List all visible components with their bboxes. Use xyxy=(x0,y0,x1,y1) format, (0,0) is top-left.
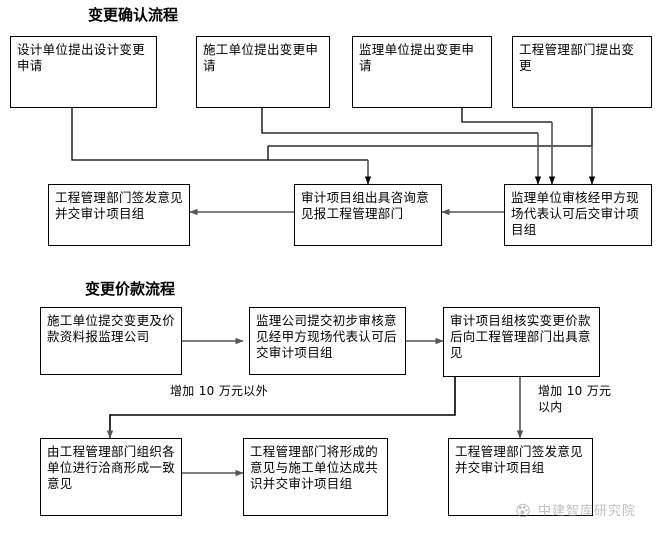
node-engineering-dept[interactable]: 工程管理部门提出变更 xyxy=(512,36,652,108)
flow2-title: 变更价款流程 xyxy=(85,280,176,298)
node-supervision-unit[interactable]: 监理单位提出变更申请 xyxy=(352,36,492,108)
flow1-wire-group xyxy=(71,108,593,161)
node-eng-dept-sign-2[interactable]: 工程管理部门签发意见并交审计项目组 xyxy=(448,438,593,516)
flow2-arrow-group xyxy=(106,337,524,477)
node-construction-unit[interactable]: 施工单位提出变更申请 xyxy=(196,36,330,108)
flow1-arrow-group xyxy=(189,122,596,216)
node-supervision-preliminary[interactable]: 监理公司提交初步审核意见经甲方现场代表认可后交审计项目组 xyxy=(249,307,406,375)
node-design-unit[interactable]: 设计单位提出设计变更申请 xyxy=(10,36,157,108)
node-supervision-review[interactable]: 监理单位审核经甲方现场代表认可后交审计项目组 xyxy=(504,184,652,246)
node-negotiate[interactable]: 由工程管理部门组织各单位进行洽商形成一致意见 xyxy=(40,438,182,516)
edge-label-over-100k: 增加 10 万元以外 xyxy=(170,384,268,398)
watermark-text: 中建智库研究院 xyxy=(538,504,637,519)
node-construction-submit[interactable]: 施工单位提交变更及价款资料报监理公司 xyxy=(40,307,182,375)
watermark: 中建智库研究院 xyxy=(513,500,636,519)
flow1-title: 变更确认流程 xyxy=(88,6,179,24)
node-audit-team-advice[interactable]: 审计项目组出具咨询意见报工程管理部门 xyxy=(294,184,442,246)
edge-label-under-100k: 增加 10 万元 以内 xyxy=(538,384,612,414)
paw-logo-icon xyxy=(516,503,530,517)
node-eng-dept-sign[interactable]: 工程管理部门签发意见并交审计项目组 xyxy=(48,184,190,246)
node-audit-verify[interactable]: 审计项目组核实变更价款后向工程管理部门出具意见 xyxy=(443,307,600,377)
node-consensus[interactable]: 工程管理部门将形成的意见与施工单位达成共识并交审计项目组 xyxy=(243,438,388,516)
